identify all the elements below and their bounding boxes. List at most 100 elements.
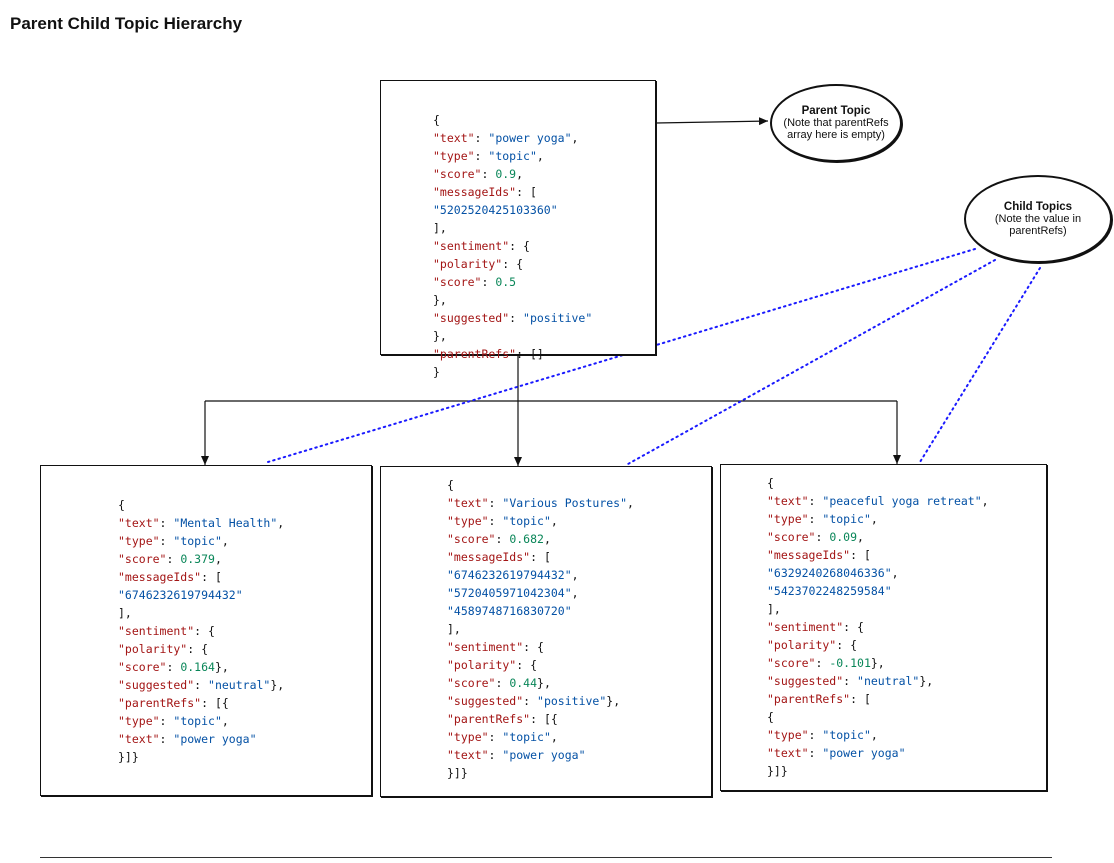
code-token: : [ <box>530 550 551 564</box>
code-token: "score" <box>433 167 482 181</box>
code-token: : { <box>187 642 209 656</box>
code-token: "6746232619794432" <box>118 588 243 602</box>
code-token: : <box>488 496 503 510</box>
code-line: { <box>767 708 989 726</box>
code-line: "parentRefs": [{ <box>118 694 284 712</box>
code-token: , <box>571 586 579 600</box>
code-line: "score": 0.5 <box>433 273 592 291</box>
code-token: , <box>516 167 524 181</box>
code-token: : <box>166 660 181 674</box>
code-token: "parentRefs" <box>118 696 202 710</box>
code-line: "5720405971042304", <box>447 584 634 602</box>
code-token: , <box>981 494 989 508</box>
code-token: "type" <box>767 512 809 526</box>
code-token: : <box>808 494 823 508</box>
code-line: "6746232619794432", <box>447 566 634 584</box>
code-line: }]} <box>767 762 989 780</box>
code-token: : <box>474 149 489 163</box>
parent-topic-bubble: Parent Topic (Note that parentRefs array… <box>770 84 902 162</box>
code-token: "6746232619794432" <box>447 568 572 582</box>
code-token: : <box>495 676 510 690</box>
code-token: ], <box>767 602 781 616</box>
code-token: ], <box>447 622 461 636</box>
code-token: }]} <box>767 764 788 778</box>
code-line: "parentRefs": [{ <box>447 710 634 728</box>
code-line: { <box>447 476 634 494</box>
code-token: : <box>159 516 174 530</box>
code-token: : <box>808 728 823 742</box>
dotted-link-child-2 <box>627 259 996 465</box>
code-token: "messageIds" <box>118 570 202 584</box>
code-line: { <box>767 474 989 492</box>
child-topic-box-various-postures: {"text": "Various Postures","type": "top… <box>380 466 712 797</box>
code-line: "text": "power yoga", <box>433 129 592 147</box>
code-line: "messageIds": [ <box>433 183 592 201</box>
code-token: , <box>870 728 878 742</box>
code-token: : <box>488 730 503 744</box>
code-token: "score" <box>118 552 167 566</box>
code-line: "type": "topic", <box>767 726 989 744</box>
code-token: 0.44 <box>509 676 538 690</box>
code-token: "messageIds" <box>447 550 531 564</box>
code-token: } <box>433 365 440 379</box>
code-token: "suggested" <box>118 678 195 692</box>
code-line: "sentiment": { <box>447 638 634 656</box>
arrow-to-parent-bubble <box>655 117 769 126</box>
child-topic-box-mental-health: {"text": "Mental Health","type": "topic"… <box>40 465 372 796</box>
code-token: , <box>627 496 634 510</box>
code-token: : <box>194 678 209 692</box>
code-line: "score": 0.682, <box>447 530 634 548</box>
code-token: , <box>550 730 558 744</box>
code-token: "power yoga" <box>173 732 257 746</box>
code-token: }]} <box>447 766 468 780</box>
code-line: ], <box>118 604 284 622</box>
code-token: "text" <box>767 746 809 760</box>
code-token: "5720405971042304" <box>447 586 572 600</box>
code-token: "polarity" <box>447 658 517 672</box>
code-token: "suggested" <box>767 674 844 688</box>
child-topics-bubble-heading: Child Topics <box>1003 201 1073 213</box>
code-token: : [ <box>201 570 222 584</box>
code-token: "topic" <box>822 512 871 526</box>
code-token: , <box>870 512 878 526</box>
code-token: , <box>536 149 544 163</box>
code-token: "6329240268046336" <box>767 566 892 580</box>
code-token: "parentRefs" <box>767 692 851 706</box>
code-line: "polarity": { <box>433 255 592 273</box>
code-line: "score": 0.164}, <box>118 658 284 676</box>
code-token: , <box>571 568 579 582</box>
child-topic-json: {"text": "peaceful yoga retreat","type":… <box>767 474 989 780</box>
code-line: ], <box>433 219 592 237</box>
code-token: }, <box>870 656 885 670</box>
code-line: } <box>433 363 592 381</box>
code-line: }]} <box>118 748 284 766</box>
code-token: "polarity" <box>118 642 188 656</box>
code-line: "messageIds": [ <box>118 568 284 586</box>
code-line: "suggested": "positive" <box>433 309 592 327</box>
code-token: "type" <box>118 534 160 548</box>
code-line: "suggested": "neutral"}, <box>118 676 284 694</box>
code-line: "sentiment": { <box>118 622 284 640</box>
code-line: ], <box>447 620 634 638</box>
code-line: "polarity": { <box>767 636 989 654</box>
code-token: "score" <box>433 275 482 289</box>
code-token: : [{ <box>530 712 558 726</box>
code-token: "topic" <box>173 534 222 548</box>
code-token: "type" <box>433 149 475 163</box>
code-token: "suggested" <box>447 694 524 708</box>
child-topic-json: {"text": "Various Postures","type": "top… <box>447 476 634 782</box>
code-token: "score" <box>767 656 816 670</box>
code-token: "parentRefs" <box>433 347 517 361</box>
code-line: ], <box>767 600 989 618</box>
code-token: { <box>767 710 774 724</box>
code-line: "parentRefs": [] <box>433 345 592 363</box>
code-token: : <box>159 732 174 746</box>
code-token: "4589748716830720" <box>447 604 572 618</box>
code-token: }, <box>433 329 447 343</box>
code-line: }]} <box>447 764 634 782</box>
code-line: }, <box>433 291 592 309</box>
code-line: "score": -0.101}, <box>767 654 989 672</box>
code-token: }, <box>919 674 934 688</box>
code-token: 0.9 <box>495 167 517 181</box>
